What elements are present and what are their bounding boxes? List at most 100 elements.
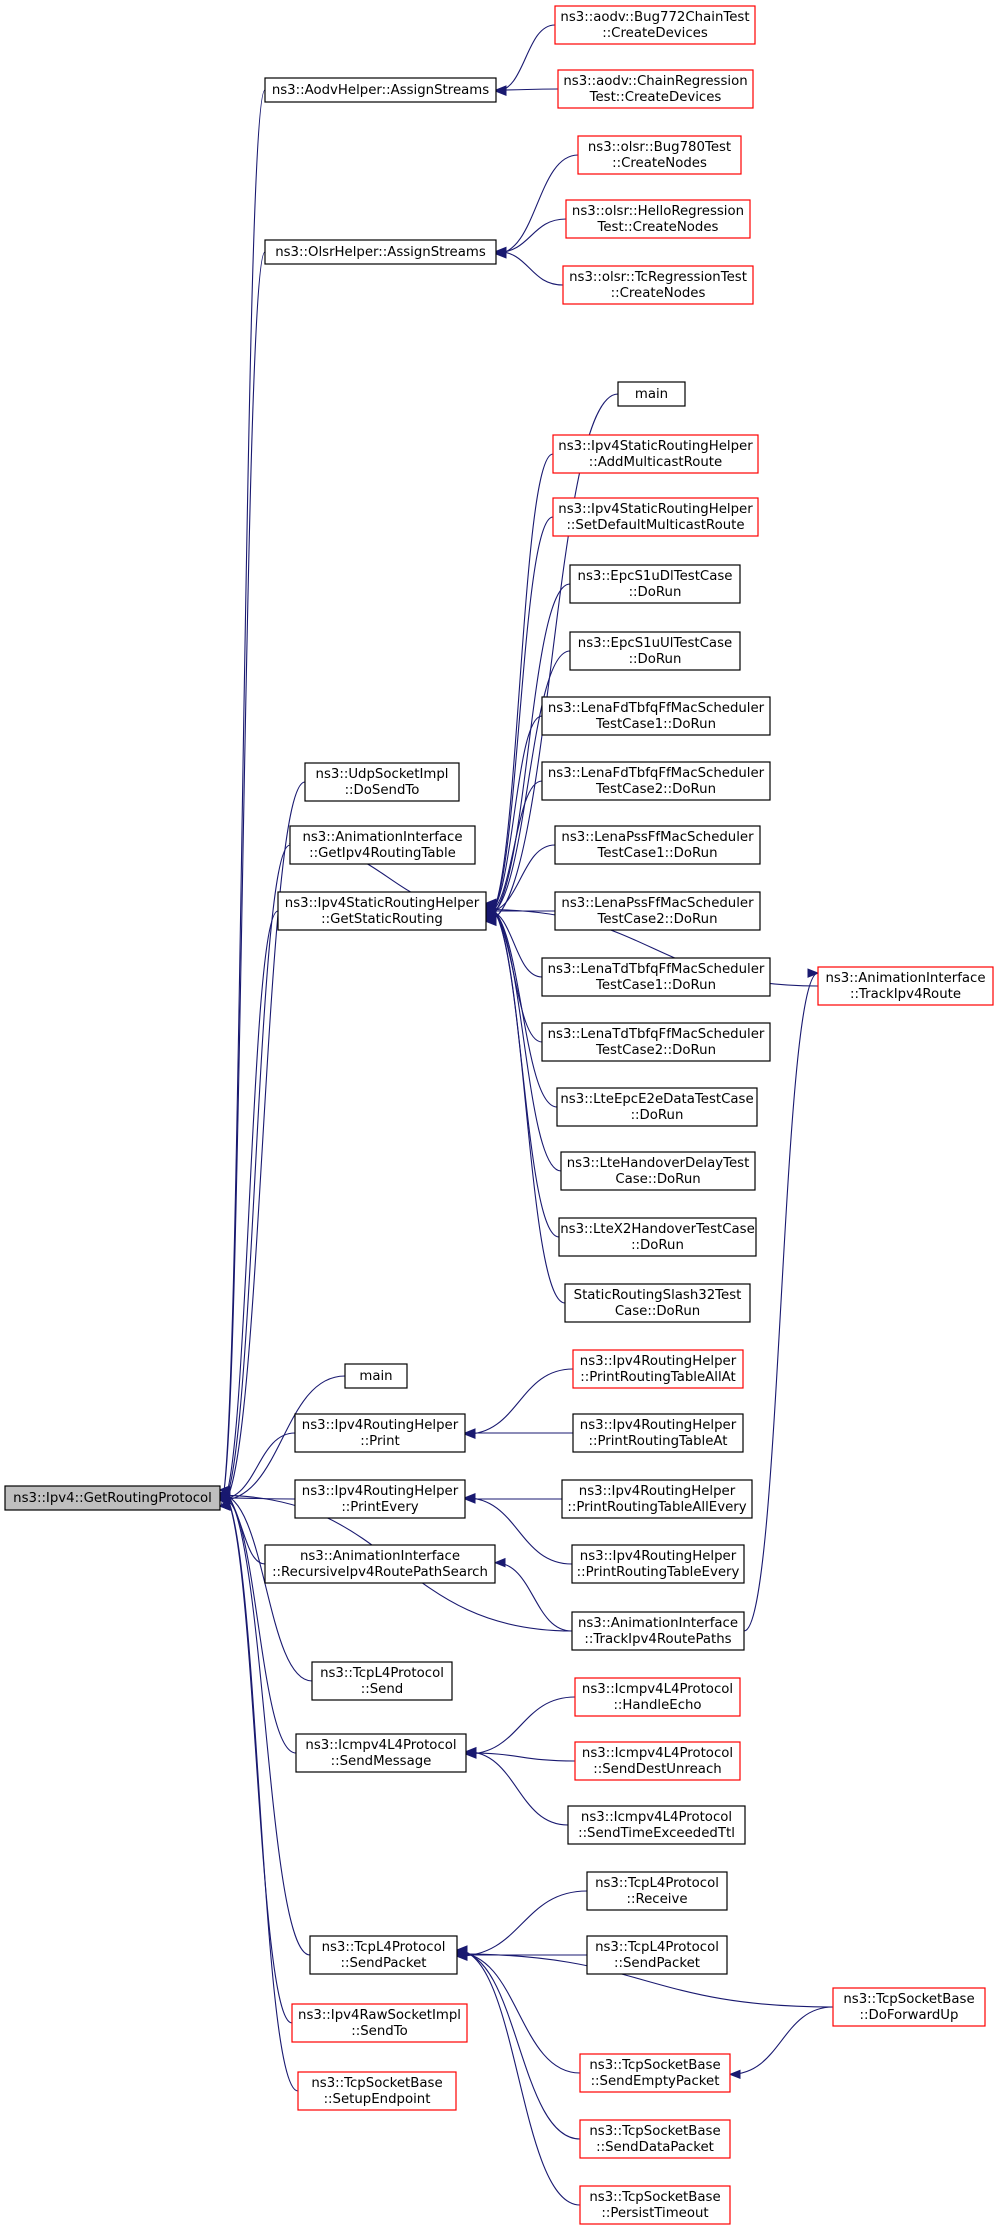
- node-label: ns3::AnimationInterface: [825, 971, 985, 986]
- call-edge: [495, 154, 579, 255]
- node-label: ::SendPacket: [614, 1956, 700, 1971]
- graph-node-rh-prtevery[interactable]: ns3::Ipv4RoutingHelper::PrintRoutingTabl…: [571, 1544, 745, 1584]
- graph-node-rh-printevery[interactable]: ns3::Ipv4RoutingHelper::PrintEvery: [294, 1479, 466, 1519]
- node-box: [574, 1741, 741, 1781]
- graph-node-tcpsb-datapkt[interactable]: ns3::TcpSocketBase::SendDataPacket: [579, 2119, 731, 2159]
- graph-node-raw-sendto[interactable]: ns3::Ipv4RawSocketImpl::SendTo: [291, 2003, 468, 2043]
- graph-node-lte-e2e[interactable]: ns3::LteEpcE2eDataTestCase::DoRun: [556, 1087, 758, 1127]
- graph-node-lena-fdtb1[interactable]: ns3::LenaFdTbfqFfMacSchedulerTestCase1::…: [541, 696, 771, 736]
- graph-node-icmp-echo[interactable]: ns3::Icmpv4L4Protocol::HandleEcho: [574, 1677, 741, 1717]
- node-label: ns3::EpcS1uUlTestCase: [578, 636, 732, 651]
- node-label: ns3::UdpSocketImpl: [316, 767, 449, 782]
- graph-node-static-addmc[interactable]: ns3::Ipv4StaticRoutingHelper::AddMultica…: [552, 434, 759, 474]
- call-edge: [465, 1696, 576, 1755]
- node-label: TestCase1::DoRun: [595, 978, 716, 993]
- graph-node-olsr-assign[interactable]: ns3::OlsrHelper::AssignStreams: [264, 239, 497, 265]
- call-edge: [485, 902, 566, 1304]
- node-label: ns3::AnimationInterface: [302, 830, 462, 845]
- edge-arrowhead: [484, 904, 497, 915]
- graph-node-lte-x2[interactable]: ns3::LteX2HandoverTestCase::DoRun: [558, 1217, 757, 1257]
- graph-node-tcp-sendpacket2[interactable]: ns3::TcpL4Protocol::SendPacket: [586, 1935, 728, 1975]
- node-box: [572, 1349, 744, 1389]
- node-label: ns3::TcpSocketBase: [311, 2076, 442, 2091]
- graph-node-tcpsb-emptypkt[interactable]: ns3::TcpSocketBase::SendEmptyPacket: [579, 2053, 731, 2093]
- node-label: ns3::Ipv4StaticRoutingHelper: [558, 502, 753, 517]
- graph-node-epc-ul[interactable]: ns3::EpcS1uUlTestCase::DoRun: [569, 631, 741, 671]
- node-label: ::SetDefaultMulticastRoute: [566, 518, 744, 533]
- graph-node-static-get[interactable]: ns3::Ipv4StaticRoutingHelper::GetStaticR…: [277, 891, 487, 931]
- node-label: TestCase1::DoRun: [595, 717, 716, 732]
- graph-node-anim-getipv4rt[interactable]: ns3::AnimationInterface::GetIpv4RoutingT…: [289, 825, 476, 865]
- node-label: ns3::olsr::TcRegressionTest: [569, 270, 747, 285]
- call-edge: [219, 1375, 346, 1501]
- graph-node-udp-dosendto[interactable]: ns3::UdpSocketImpl::DoSendTo: [304, 762, 460, 802]
- graph-node-icmp-destunreach[interactable]: ns3::Icmpv4L4Protocol::SendDestUnreach: [574, 1741, 741, 1781]
- graph-node-rh-print[interactable]: ns3::Ipv4RoutingHelper::Print: [294, 1413, 466, 1453]
- graph-node-rh-prtallevery[interactable]: ns3::Ipv4RoutingHelper::PrintRoutingTabl…: [561, 1479, 753, 1519]
- graph-node-tcp-receive[interactable]: ns3::TcpL4Protocol::Receive: [586, 1871, 728, 1911]
- graph-node-aodv-bug772[interactable]: ns3::aodv::Bug772ChainTest::CreateDevice…: [554, 5, 756, 45]
- graph-node-rh-prtallat[interactable]: ns3::Ipv4RoutingHelper::PrintRoutingTabl…: [572, 1349, 744, 1389]
- node-box: [577, 135, 742, 175]
- node-label: ::GetIpv4RoutingTable: [309, 846, 456, 861]
- graph-node-lena-fdtb2[interactable]: ns3::LenaFdTbfqFfMacSchedulerTestCase2::…: [541, 761, 771, 801]
- node-box: [561, 1479, 753, 1519]
- call-edge: [485, 393, 619, 922]
- graph-node-rh-prtat[interactable]: ns3::Ipv4RoutingHelper::PrintRoutingTabl…: [572, 1413, 744, 1453]
- call-edge: [465, 1751, 569, 1826]
- node-box: [289, 825, 476, 865]
- node-label: ns3::TcpSocketBase: [589, 2124, 720, 2139]
- graph-node-static-setdefmc[interactable]: ns3::Ipv4StaticRoutingHelper::SetDefault…: [552, 497, 759, 537]
- graph-node-tcpsb-persist[interactable]: ns3::TcpSocketBase::PersistTimeout: [579, 2185, 731, 2225]
- node-label: ns3::Ipv4RoutingHelper: [302, 1484, 459, 1499]
- graph-node-lena-pss1[interactable]: ns3::LenaPssFfMacSchedulerTestCase1::DoR…: [554, 825, 761, 865]
- node-label: ns3::TcpSocketBase: [589, 2190, 720, 2205]
- node-label: TestCase2::DoRun: [595, 782, 716, 797]
- edge-arrowhead: [463, 1492, 476, 1503]
- graph-node-aodv-assign[interactable]: ns3::AodvHelper::AssignStreams: [264, 77, 497, 103]
- node-label: ns3::TcpL4Protocol: [322, 1940, 446, 1955]
- node-label: ::GetStaticRouting: [321, 912, 443, 927]
- graph-node-tcpsb-setup[interactable]: ns3::TcpSocketBase::SetupEndpoint: [297, 2071, 457, 2111]
- graph-node-olsr-hello[interactable]: ns3::olsr::HelloRegressionTest::CreateNo…: [565, 199, 751, 239]
- graph-node-tcp-sendpacket[interactable]: ns3::TcpL4Protocol::SendPacket: [309, 1935, 458, 1975]
- node-label: ns3::LenaFdTbfqFfMacScheduler: [548, 766, 765, 781]
- node-label: ns3::Ipv4RoutingHelper: [580, 1418, 737, 1433]
- node-label: ns3::Icmpv4L4Protocol: [582, 1682, 733, 1697]
- graph-node-root[interactable]: ns3::Ipv4::GetRoutingProtocol: [4, 1485, 221, 1511]
- graph-node-main-top[interactable]: main: [617, 381, 686, 407]
- graph-node-icmp-sendmsg[interactable]: ns3::Icmpv4L4Protocol::SendMessage: [295, 1733, 467, 1773]
- graph-node-anim-trackpaths[interactable]: ns3::AnimationInterface::TrackIpv4RouteP…: [571, 1611, 745, 1651]
- node-label: ns3::aodv::ChainRegression: [563, 74, 747, 89]
- graph-node-epc-dl[interactable]: ns3::EpcS1uDlTestCase::DoRun: [569, 564, 741, 604]
- edge-arrowhead: [728, 2069, 741, 2080]
- node-box: [264, 1544, 496, 1584]
- graph-node-aodv-chainreg[interactable]: ns3::aodv::ChainRegressionTest::CreateDe…: [557, 69, 754, 109]
- graph-node-anim-trackipv4route[interactable]: ns3::AnimationInterface::TrackIpv4Route: [817, 966, 994, 1006]
- graph-node-main-mid[interactable]: main: [344, 1363, 408, 1389]
- graph-node-lena-pss2[interactable]: ns3::LenaPssFfMacSchedulerTestCase2::DoR…: [554, 891, 761, 931]
- call-edge: [485, 906, 558, 1108]
- graph-node-lena-tdtb2[interactable]: ns3::LenaTdTbfqFfMacSchedulerTestCase2::…: [541, 1022, 771, 1062]
- edge-arrowhead: [463, 1428, 476, 1438]
- node-label: ns3::OlsrHelper::AssignStreams: [275, 245, 486, 260]
- call-edge: [219, 910, 279, 1507]
- graph-node-olsr-tc[interactable]: ns3::olsr::TcRegressionTest::CreateNodes: [562, 265, 754, 305]
- node-box: [4, 1485, 221, 1511]
- graph-node-olsr-bug780[interactable]: ns3::olsr::Bug780Test::CreateNodes: [577, 135, 742, 175]
- node-label: ::PrintEvery: [341, 1500, 418, 1515]
- node-box: [565, 199, 751, 239]
- call-edge: [219, 1493, 313, 1682]
- node-label: TestCase2::DoRun: [595, 1043, 716, 1058]
- graph-node-icmp-timeexceeded[interactable]: ns3::Icmpv4L4Protocol::SendTimeExceededT…: [567, 1805, 746, 1845]
- call-edge: [464, 1368, 574, 1435]
- edges-layer: [218, 24, 834, 2206]
- graph-node-anim-recursive[interactable]: ns3::AnimationInterface::RecursiveIpv4Ro…: [264, 1544, 496, 1584]
- node-box: [557, 69, 754, 109]
- graph-node-tcpsb-forwardup[interactable]: ns3::TcpSocketBase::DoForwardUp: [832, 1987, 986, 2027]
- graph-node-tcp-send[interactable]: ns3::TcpL4Protocol::Send: [311, 1661, 453, 1701]
- graph-node-lena-tdtb1[interactable]: ns3::LenaTdTbfqFfMacSchedulerTestCase1::…: [541, 957, 771, 997]
